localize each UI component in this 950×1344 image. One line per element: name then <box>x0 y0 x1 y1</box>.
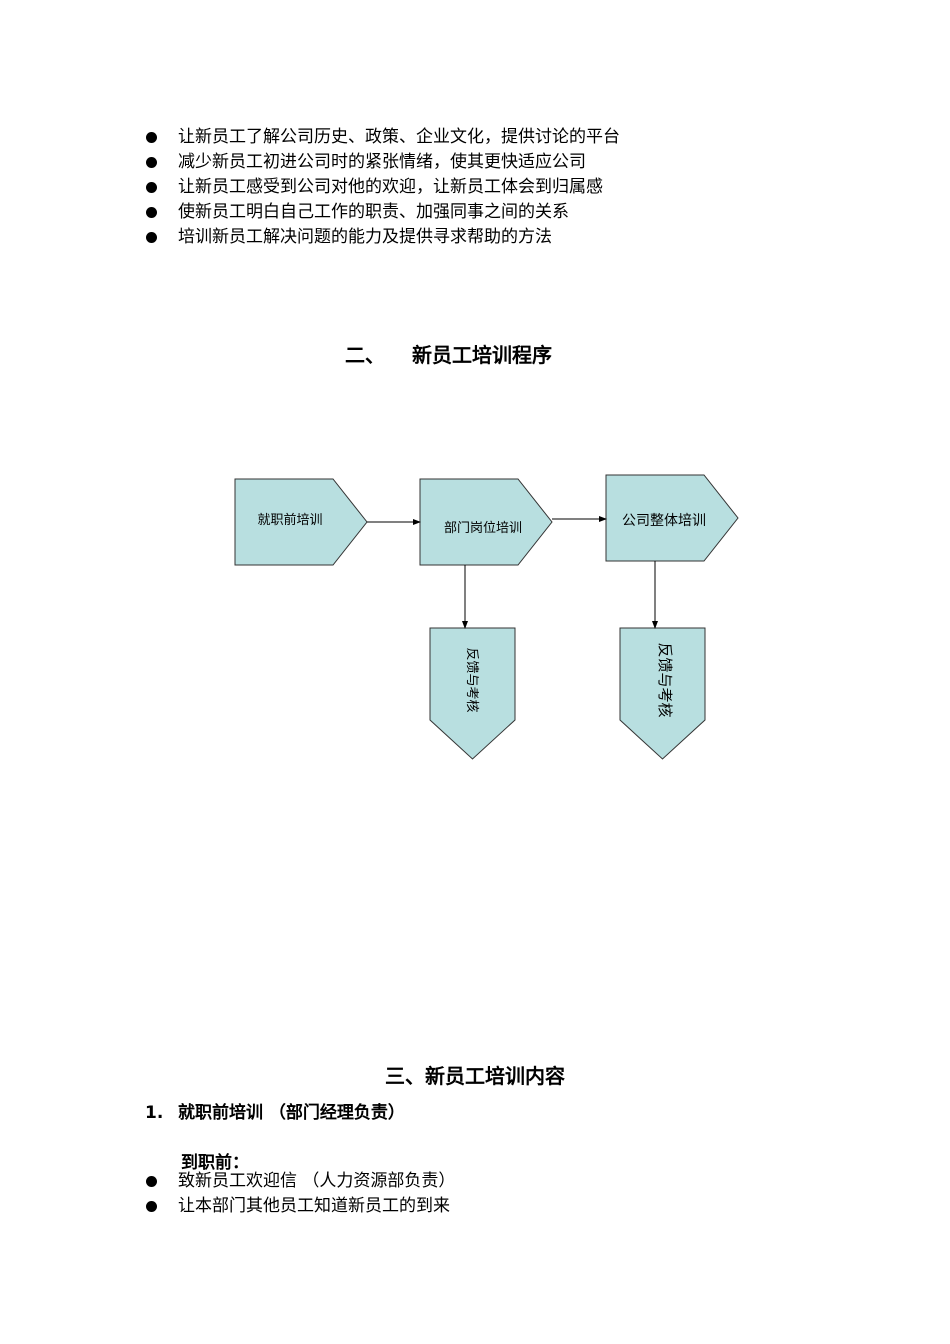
list-item: 减少新员工初进公司时的紧张情绪，使其更快适应公司 <box>145 150 620 175</box>
node-company-label: 公司整体培训 <box>622 513 706 529</box>
list-item: 让新员工了解公司历史、政策、企业文化，提供讨论的平台 <box>145 125 620 150</box>
bullet-text: 让新员工感受到公司对他的欢迎，让新员工体会到归属感 <box>178 177 603 197</box>
node-department-shape <box>419 478 553 566</box>
bullet-icon <box>146 157 157 168</box>
list-item: 让新员工感受到公司对他的欢迎，让新员工体会到归属感 <box>145 175 620 200</box>
node-feedback2-label: 反馈与考核 <box>656 642 674 717</box>
bullet-text: 培训新员工解决问题的能力及提供寻求帮助的方法 <box>178 227 552 247</box>
bullet-text: 让新员工了解公司历史、政策、企业文化，提供讨论的平台 <box>178 127 620 147</box>
node-pre-job-shape <box>234 478 368 566</box>
node-feedback1-shape <box>429 627 516 760</box>
node-pre-job-label: 就职前培训 <box>257 512 322 528</box>
bullet-text: 使新员工明白自己工作的职责、加强同事之间的关系 <box>178 202 569 222</box>
list-item: 让本部门其他员工知道新员工的到来 <box>145 1194 455 1219</box>
section3-title: 三、新员工培训内容 <box>385 1064 565 1088</box>
training-flowchart: 就职前培训 部门岗位培训 公司整体培训 反馈与考核 反馈与考核 <box>234 474 739 760</box>
bullet-icon <box>146 1176 157 1187</box>
list-item: 致新员工欢迎信 （人力资源部负责） <box>145 1169 455 1194</box>
intro-bullet-list: 让新员工了解公司历史、政策、企业文化，提供讨论的平台 减少新员工初进公司时的紧张… <box>145 125 620 250</box>
node-feedback2-shape <box>619 627 706 760</box>
node-feedback1-label: 反馈与考核 <box>464 647 479 712</box>
node-company-shape <box>605 474 739 562</box>
step1-title: 就职前培训 （部门经理负责） <box>178 1103 405 1123</box>
bullet-text: 致新员工欢迎信 （人力资源部负责） <box>178 1171 456 1191</box>
node-department-label: 部门岗位培训 <box>444 520 522 536</box>
list-item: 培训新员工解决问题的能力及提供寻求帮助的方法 <box>145 225 620 250</box>
bullet-text: 减少新员工初进公司时的紧张情绪，使其更快适应公司 <box>178 152 586 172</box>
step1-heading: 1. 就职前培训 （部门经理负责） <box>145 1098 405 1123</box>
bullet-icon <box>146 207 157 218</box>
bullet-icon <box>146 182 157 193</box>
section2-title: 新员工培训程序 <box>412 343 552 367</box>
bullet-text: 让本部门其他员工知道新员工的到来 <box>178 1196 450 1216</box>
bullet-icon <box>146 1201 157 1212</box>
step1-number: 1. <box>145 1103 164 1123</box>
section2-number: 二、 <box>345 343 385 367</box>
list-item: 使新员工明白自己工作的职责、加强同事之间的关系 <box>145 200 620 225</box>
prearrival-label: 到职前： <box>181 1153 249 1173</box>
prearrival-bullet-list: 致新员工欢迎信 （人力资源部负责） 让本部门其他员工知道新员工的到来 <box>145 1169 455 1219</box>
bullet-icon <box>146 232 157 243</box>
bullet-icon <box>146 132 157 143</box>
